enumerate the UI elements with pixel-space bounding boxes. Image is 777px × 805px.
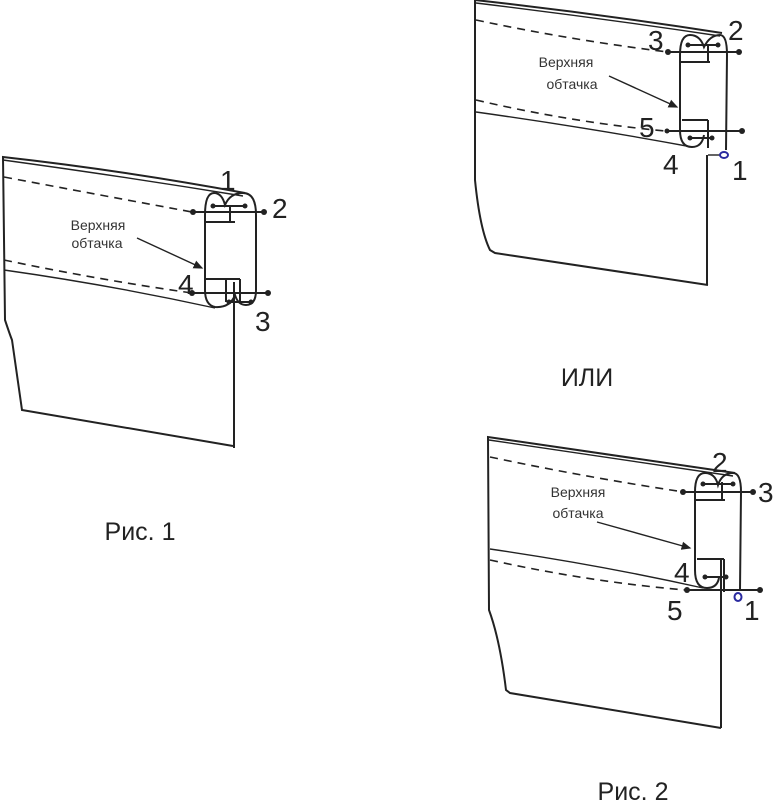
point-label: 3 [648, 25, 664, 56]
point-label: 5 [639, 112, 655, 143]
point-label: 5 [667, 595, 683, 626]
facing-label-line2: обтачка [546, 76, 597, 92]
facing-roll [189, 191, 271, 309]
point-label: 1 [220, 165, 236, 196]
point-label: 2 [728, 15, 744, 46]
point-label: 3 [758, 477, 774, 508]
point-label: 4 [178, 269, 194, 300]
point-label: 1 [732, 155, 748, 186]
panel-outline [1, 155, 246, 447]
figure-2-variant-a: Верхняя обтачка 3 2 5 4 1 [474, 0, 748, 286]
marker-circle [733, 592, 743, 602]
upper-stitch-line [3, 176, 193, 213]
facing-roll [664, 33, 745, 159]
marker-circle [719, 151, 729, 159]
facing-label-line2: обтачка [71, 235, 122, 251]
point-label: 2 [712, 447, 728, 478]
point-label: 2 [272, 193, 288, 224]
point-label: 3 [255, 306, 271, 337]
figure-2-variant-b: Верхняя обтачка 2 3 4 5 1 Рис. 2 [486, 435, 774, 805]
figure-1: Верхняя обтачка 1 2 3 4 Рис. 1 [1, 155, 288, 546]
figure-1-caption: Рис. 1 [105, 518, 176, 546]
or-separator: ИЛИ [561, 364, 613, 392]
facing-roll [680, 471, 763, 602]
point-label: 1 [744, 595, 760, 626]
point-label: 4 [674, 557, 690, 588]
facing-label-line1: Верхняя [551, 484, 606, 500]
facing-label-line2: обтачка [552, 505, 603, 521]
figure-2-caption: Рис. 2 [598, 778, 669, 805]
point-label: 4 [663, 149, 679, 180]
facing-label-line1: Верхняя [71, 217, 126, 233]
seam-line [3, 269, 216, 309]
facing-label-line1: Верхняя [539, 54, 594, 70]
lower-stitch-line [3, 259, 193, 294]
